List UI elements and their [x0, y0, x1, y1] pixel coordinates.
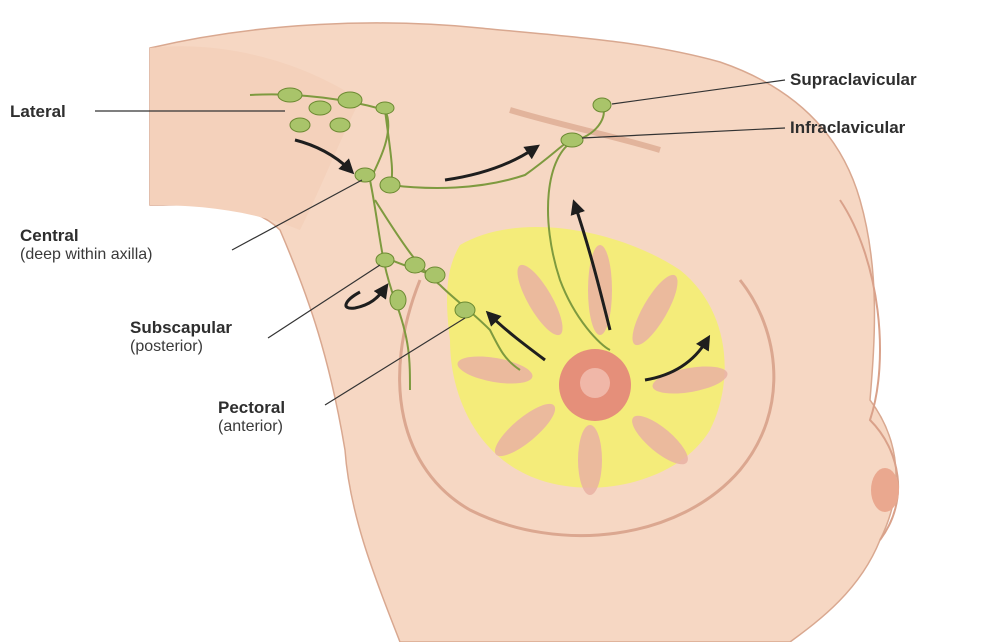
subscapular-label: Subscapular	[130, 318, 232, 338]
lateral-node	[290, 118, 310, 132]
nipple	[580, 368, 610, 398]
subscapular-node	[376, 253, 394, 267]
infraclavicular-label: Infraclavicular	[790, 118, 905, 138]
lateral-node	[309, 101, 331, 115]
infraclavicular-node	[561, 133, 583, 147]
label-supraclavicular: Supraclavicular	[790, 70, 917, 90]
label-pectoral: Pectoral (anterior)	[218, 398, 285, 436]
pectoral-label: Pectoral	[218, 398, 285, 418]
subscapular-node	[390, 290, 406, 310]
pectoral-sublabel: (anterior)	[218, 418, 285, 436]
lateral-node	[278, 88, 302, 102]
central-node	[355, 168, 375, 182]
pectoral-node	[455, 302, 475, 318]
label-central: Central (deep within axilla)	[20, 226, 153, 264]
lateral-node	[376, 102, 394, 114]
lateral-node	[338, 92, 362, 108]
subscapular-node	[405, 257, 425, 273]
lateral-node	[330, 118, 350, 132]
central-label: Central	[20, 226, 153, 246]
right-nipple	[871, 468, 899, 512]
supraclavicular-label: Supraclavicular	[790, 70, 917, 90]
central-sublabel: (deep within axilla)	[20, 246, 153, 264]
subscapular-sublabel: (posterior)	[130, 338, 232, 356]
supraclavicular-node	[593, 98, 611, 112]
label-lateral: Lateral	[10, 102, 66, 122]
pectoral-node	[425, 267, 445, 283]
lateral-label: Lateral	[10, 102, 66, 122]
label-infraclavicular: Infraclavicular	[790, 118, 905, 138]
central-node	[380, 177, 400, 193]
label-subscapular: Subscapular (posterior)	[130, 318, 232, 356]
